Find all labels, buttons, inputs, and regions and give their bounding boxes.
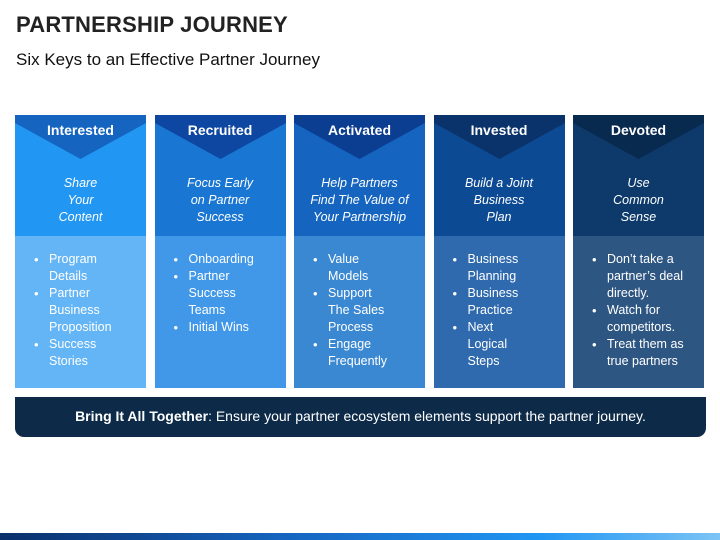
bullet-line: partner’s deal — [607, 269, 683, 283]
banner-text: : Ensure your partner ecosystem elements… — [208, 408, 646, 424]
tagline-line: Success — [196, 210, 244, 224]
bullet-line: Support — [328, 286, 372, 300]
bullet-line: Business — [49, 303, 100, 317]
tagline-line: Content — [58, 210, 103, 224]
stage-diamond-shape — [573, 115, 704, 159]
bullet-line: Value — [328, 252, 360, 266]
stage-name: Interested — [47, 122, 114, 138]
bullet-item: Treat them as true partners — [592, 336, 700, 370]
tagline-line: Your Partnership — [312, 210, 407, 224]
bullet-item: Initial Wins — [174, 319, 282, 336]
bullet-item: Onboarding — [174, 251, 282, 268]
bullet-line: Business — [467, 286, 519, 300]
bullet-line: Partner — [49, 286, 90, 300]
tagline-line: Business — [473, 193, 525, 207]
stage-bullet-list: OnboardingPartnerSuccessTeamsInitial Win… — [155, 251, 286, 336]
tagline-line: Focus Early — [187, 176, 253, 190]
bullet-item: Watch for competitors. — [592, 302, 700, 336]
bullet-line: Business — [467, 252, 519, 266]
stage-diamond-shape — [294, 115, 425, 159]
stage-bullet-list: ProgramDetailsPartnerBusinessProposition… — [15, 251, 146, 370]
bullet-line: Partner — [188, 269, 230, 283]
bullet-line: Don’t take a — [607, 252, 674, 266]
stage-bullet-list: BusinessPlanningBusinessPracticeNextLogi… — [434, 251, 565, 370]
stage-diamond-shape — [154, 115, 286, 159]
bullet-line: Logical — [467, 337, 508, 351]
tagline-line: on Partner — [190, 193, 250, 207]
bullet-line: Watch for — [607, 303, 661, 317]
diamond-polygon — [294, 115, 425, 159]
bullet-line: Details — [49, 269, 88, 283]
bullet-line: Models — [328, 269, 369, 283]
tagline-line: Sense — [620, 210, 657, 224]
tagline-line: Plan — [486, 210, 512, 224]
page-subtitle: Six Keys to an Effective Partner Journey — [16, 50, 320, 69]
bullet-line: Proposition — [49, 320, 112, 334]
diamond-polygon — [154, 115, 286, 159]
page-title: PARTNERSHIP JOURNEY — [16, 12, 288, 37]
stage-bullet-list: ValueModelsSupportThe SalesProcessEngage… — [294, 251, 425, 370]
banner-heading: Bring It All Together — [75, 408, 209, 424]
tagline-line: Use — [627, 176, 650, 190]
stage-name: Recruited — [187, 122, 253, 138]
bullet-line: Next — [467, 320, 494, 334]
bullet-line: Program — [49, 252, 97, 266]
stage-name: Activated — [327, 122, 392, 138]
tagline-line: Common — [613, 193, 664, 207]
bullet-line: Success — [49, 337, 97, 351]
tagline-line: Help Partners — [321, 176, 398, 190]
bullet-line: Process — [328, 320, 374, 334]
stage-diamond-shape — [15, 115, 146, 159]
stage-bullet-list: Don’t take a partner’s deal directly. Watch… — [573, 251, 704, 370]
stage-name: Invested — [470, 122, 528, 138]
stage-column-interested: InterestedShareYourContentProgramDetails… — [15, 115, 146, 388]
diamond-polygon — [433, 115, 565, 159]
tagline-line: Build a Joint — [464, 176, 534, 190]
tagline-line: Find The Value of — [310, 193, 409, 207]
bullet-line: Teams — [188, 303, 226, 317]
stage-column-devoted: DevotedUseCommonSenseDon’t take a partner… — [573, 115, 704, 388]
stage-name: Devoted — [610, 122, 667, 138]
bullet-line: The Sales — [328, 303, 385, 317]
bullet-line: competitors. — [607, 320, 676, 334]
bullet-line: Stories — [49, 354, 88, 368]
bullet-line: Steps — [467, 354, 500, 368]
bullet-line: true partners — [607, 354, 678, 368]
summary-banner: Bring It All Together: Ensure your partn… — [15, 397, 706, 437]
diamond-polygon — [573, 115, 704, 159]
bullet-line: Frequently — [328, 354, 388, 368]
bullet-item: Don’t take a partner’s deal directly. — [592, 251, 700, 302]
bullet-line: Practice — [467, 303, 513, 317]
bullet-line: Onboarding — [188, 252, 254, 266]
tagline-line: Your — [67, 193, 94, 207]
bullet-line: Success — [188, 286, 236, 300]
bullet-line: Initial Wins — [188, 320, 249, 334]
tagline-line: Share — [63, 176, 98, 190]
bullet-line: Treat them as — [607, 337, 684, 351]
diamond-polygon — [15, 115, 146, 159]
bullet-line: directly. — [607, 286, 650, 300]
bullet-line: Planning — [467, 269, 517, 283]
stage-diamond-shape — [433, 115, 565, 159]
footer-gradient-bar — [0, 533, 720, 540]
bullet-line: Engage — [328, 337, 372, 351]
